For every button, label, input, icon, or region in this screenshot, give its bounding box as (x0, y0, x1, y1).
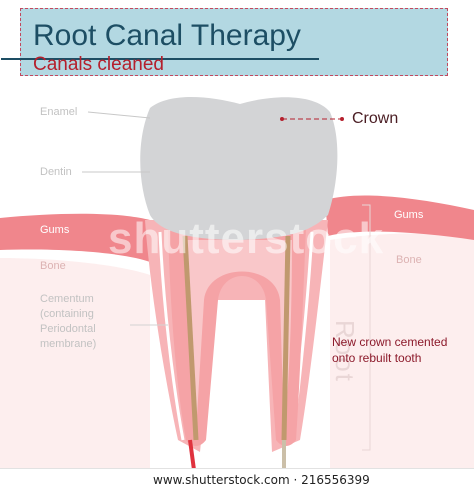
crown-label: Crown (352, 110, 399, 127)
gums-label-left: Gums (40, 224, 70, 236)
canal-right (281, 235, 291, 441)
crown (140, 97, 338, 240)
canal-left (182, 235, 199, 441)
footer-bar: www.shutterstock.com · 216556399 (0, 468, 474, 489)
title-underline (1, 58, 319, 60)
crown-leader-dot-end (340, 117, 344, 121)
bone-area (0, 258, 150, 470)
canal-tip-left (188, 439, 196, 471)
enamel-leader (87, 111, 151, 119)
cementum-label: Cementum (containing Periodontal membran… (40, 293, 97, 350)
root-bracket (362, 204, 371, 451)
page-subtitle: Canals cleaned (33, 54, 164, 75)
dentin-label: Dentin (40, 166, 72, 178)
bone-label-right: Bone (396, 254, 422, 266)
page-title: Root Canal Therapy (33, 19, 301, 52)
bone-label-left: Bone (40, 260, 66, 272)
crown-leader-dot-start (280, 117, 284, 121)
enamel-label: Enamel (40, 106, 78, 118)
gum-right (325, 195, 474, 240)
footer-text: www.shutterstock.com · 216556399 (153, 473, 370, 487)
title-banner: Root Canal Therapy Canals cleaned (1, 8, 448, 76)
gums-label-right: Gums (394, 209, 424, 221)
bone-area-right (330, 233, 474, 470)
watermark: shutterstock (108, 214, 385, 263)
new-crown-note: New crown cemented onto rebuilt tooth (332, 335, 448, 365)
gum-left (0, 213, 158, 265)
